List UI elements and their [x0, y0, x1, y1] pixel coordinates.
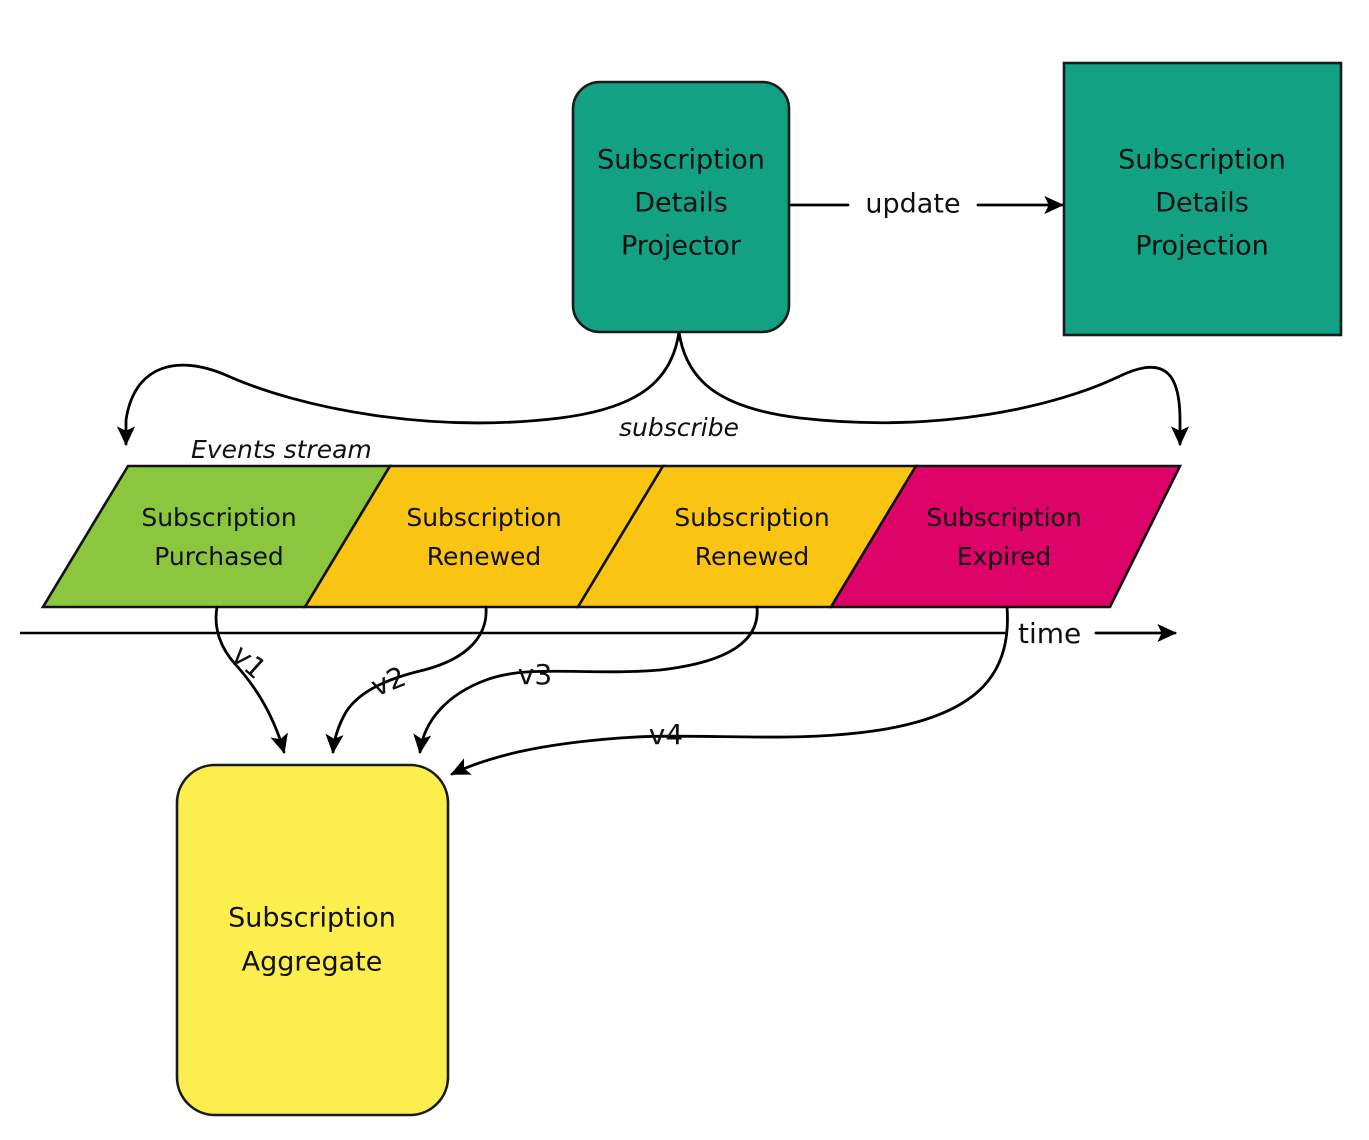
event-segment-subscription-expired[interactable] — [828, 464, 1183, 609]
version-label-v4: v4 — [649, 718, 683, 751]
update-edge-group: update — [789, 189, 1064, 220]
subscribe-edge-label: subscribe — [619, 413, 739, 442]
event-1-label-line2: Renewed — [427, 542, 542, 571]
event-2-label-line1: Subscription — [674, 503, 829, 532]
version-label-v3: v3 — [518, 658, 552, 691]
projector-label-line2: Details — [634, 188, 728, 219]
node-subscription-aggregate[interactable]: Subscription Aggregate — [175, 763, 450, 1117]
version-label-v2: v2 — [366, 660, 410, 703]
node-subscription-details-projector[interactable]: Subscription Details Projector — [571, 80, 791, 334]
projection-label-line1: Subscription — [1118, 145, 1286, 176]
projector-label-line3: Projector — [621, 231, 742, 262]
aggregate-label-line2: Aggregate — [242, 947, 383, 978]
projection-label-line2: Details — [1155, 188, 1249, 219]
event-1-label-line1: Subscription — [406, 503, 561, 532]
version-edge-v4 — [450, 605, 1009, 776]
version-label-v1: v1 — [225, 638, 273, 686]
subscribe-edge-group: subscribe — [116, 330, 1190, 446]
event-3-label-line2: Expired — [957, 542, 1051, 571]
node-subscription-details-projection[interactable]: Subscription Details Projection — [1062, 61, 1343, 337]
subscribe-edge-right — [677, 330, 1190, 446]
event-3-label-line1: Subscription — [926, 503, 1081, 532]
aggregate-box[interactable] — [175, 763, 450, 1117]
update-edge-label: update — [865, 189, 960, 220]
version-edge-v2 — [325, 605, 488, 754]
projector-box[interactable] — [571, 80, 791, 334]
events-stream: Subscription Purchased Subscription Rene… — [40, 464, 1183, 609]
events-stream-caption: Events stream — [191, 435, 372, 464]
event-0-label-line1: Subscription — [141, 503, 296, 532]
version-edge-v3 — [413, 605, 759, 754]
time-axis-label: time — [1018, 617, 1081, 650]
subscribe-edge-left — [116, 330, 681, 446]
version-edge-v1 — [214, 605, 288, 754]
projection-box[interactable] — [1062, 61, 1343, 337]
event-2-label-line2: Renewed — [695, 542, 810, 571]
event-0-label-line2: Purchased — [154, 542, 283, 571]
projector-label-line1: Subscription — [597, 145, 765, 176]
time-axis: time — [20, 617, 1177, 650]
projection-label-line3: Projection — [1135, 231, 1269, 262]
aggregate-label-line1: Subscription — [228, 903, 396, 934]
